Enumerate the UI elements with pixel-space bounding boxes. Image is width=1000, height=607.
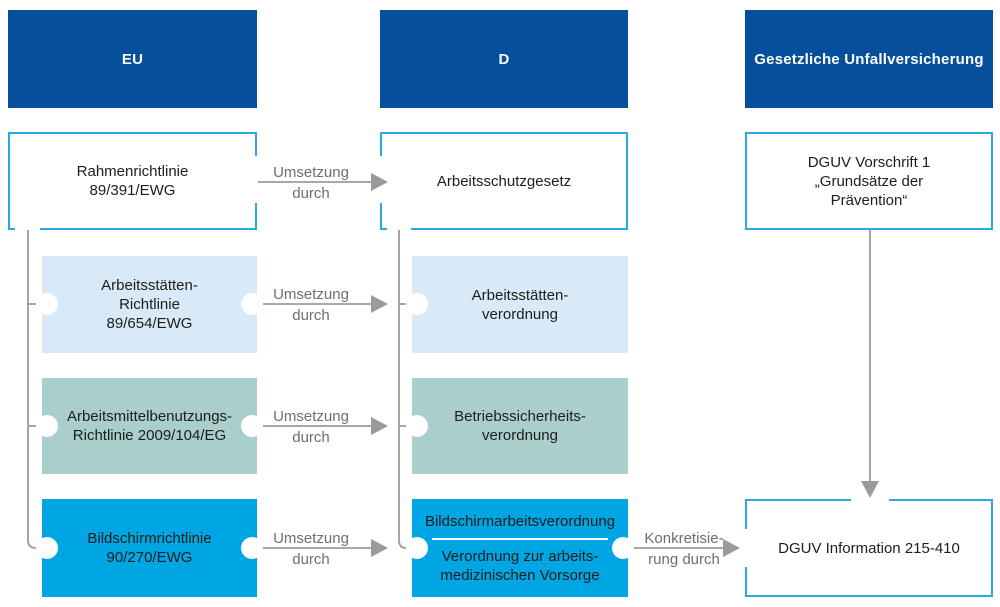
arrow-label-line: Umsetzung bbox=[273, 164, 349, 181]
box-arbeitsstaetten-richtlinie: Arbeitsstätten- Richtlinie 89/654/EWG bbox=[42, 256, 257, 353]
box-dguv-vorschrift-1: DGUV Vorschrift 1 „Grundsätze der Präven… bbox=[745, 132, 993, 230]
box-arbeitsschutzgesetz: Arbeitsschutzgesetz bbox=[380, 132, 628, 230]
box-text-line: 89/654/EWG bbox=[106, 315, 193, 332]
header-eu: EU bbox=[8, 10, 257, 108]
arrow-label-umsetzung-2: Umsetzung durch bbox=[273, 286, 349, 324]
arrow-label-line: durch bbox=[292, 429, 330, 446]
box-dguv-information-215-410: DGUV Information 215-410 bbox=[745, 499, 993, 597]
box-text-line: Rahmenrichtlinie bbox=[76, 163, 189, 180]
arrow-label-line: Umsetzung bbox=[273, 286, 349, 303]
box-divider-line bbox=[432, 537, 608, 540]
arrowhead-down-icon bbox=[861, 481, 879, 498]
box-text-line: Arbeitsschutzgesetz bbox=[436, 172, 572, 190]
box-text-line: Bildschirmarbeitsverordnung bbox=[424, 512, 616, 530]
box-text-line: Richtlinie 2009/104/EG bbox=[72, 427, 227, 444]
arrowhead-right-icon bbox=[371, 417, 388, 435]
box-rahmenrichtlinie: Rahmenrichtlinie 89/391/EWG bbox=[8, 132, 257, 230]
arrowhead-right-icon bbox=[371, 539, 388, 557]
box-text-line: Richtlinie bbox=[119, 296, 180, 313]
connector-lines bbox=[27, 181, 871, 549]
box-text-line: Arbeitsmittelbenutzungs- bbox=[66, 408, 233, 425]
arrow-label-line: Umsetzung bbox=[273, 530, 349, 547]
box-text-line: Verordnung zur arbeits- bbox=[441, 547, 599, 565]
box-text-line: Betriebssicherheits- bbox=[454, 408, 586, 425]
header-unfallversicherung-label: Gesetzliche Unfallversicherung bbox=[754, 50, 984, 68]
arrow-label-line: durch bbox=[292, 185, 330, 202]
arrow-label-line: Umsetzung bbox=[273, 408, 349, 425]
eu-branch-line bbox=[27, 230, 37, 549]
box-betriebssicherheits-verordnung: Betriebssicherheits- verordnung bbox=[412, 378, 628, 474]
arrow-label-line: durch bbox=[292, 551, 330, 568]
box-text-line: verordnung bbox=[482, 427, 558, 444]
header-d-label: D bbox=[498, 50, 510, 68]
box-text-line: Arbeitsstätten- bbox=[101, 277, 198, 294]
box-text-line: Arbeitsstätten- bbox=[471, 286, 569, 304]
box-text-line: 89/391/EWG bbox=[89, 182, 176, 199]
box-arbeitsmittelbenutzungs-richtlinie: Arbeitsmittelbenutzungs- Richtlinie 2009… bbox=[42, 378, 257, 474]
box-arbeitsstaetten-verordnung: Arbeitsstätten- verordnung bbox=[412, 256, 628, 353]
header-d: D bbox=[380, 10, 628, 108]
box-text-line: DGUV Vorschrift 1 bbox=[807, 153, 931, 171]
arrow-label-konkretisierung: Konkretisie- rung durch bbox=[644, 530, 723, 568]
box-text-line: verordnung bbox=[482, 305, 558, 323]
arrow-label-umsetzung-3: Umsetzung durch bbox=[273, 408, 349, 446]
d-branch-line bbox=[398, 230, 407, 549]
box-text-line: DGUV Information 215-410 bbox=[778, 539, 960, 557]
arrowhead-right-icon bbox=[723, 539, 740, 557]
box-text-line: „Grundsätze der bbox=[814, 172, 924, 190]
arrow-label-line: Konkretisie- bbox=[644, 530, 724, 547]
arrow-label-umsetzung-4: Umsetzung durch bbox=[273, 530, 349, 568]
box-text-line: medizinischen Vorsorge bbox=[440, 566, 600, 584]
box-text-line: Prävention“ bbox=[830, 191, 908, 209]
header-unfallversicherung: Gesetzliche Unfallversicherung bbox=[745, 10, 993, 108]
arrow-label-umsetzung-1: Umsetzung durch bbox=[273, 164, 349, 202]
box-text-line: 90/270/EWG bbox=[106, 549, 193, 566]
header-eu-label: EU bbox=[121, 50, 144, 68]
box-bildschirmrichtlinie: Bildschirmrichtlinie 90/270/EWG bbox=[42, 499, 257, 597]
box-text-line: Bildschirmrichtlinie bbox=[87, 530, 212, 547]
box-bildschirmarbeitsverordnung: Bildschirmarbeitsverordnung Verordnung z… bbox=[412, 499, 628, 597]
arrowhead-right-icon bbox=[371, 295, 388, 313]
arrow-label-line: rung durch bbox=[648, 551, 720, 568]
arrow-label-line: durch bbox=[292, 307, 330, 324]
